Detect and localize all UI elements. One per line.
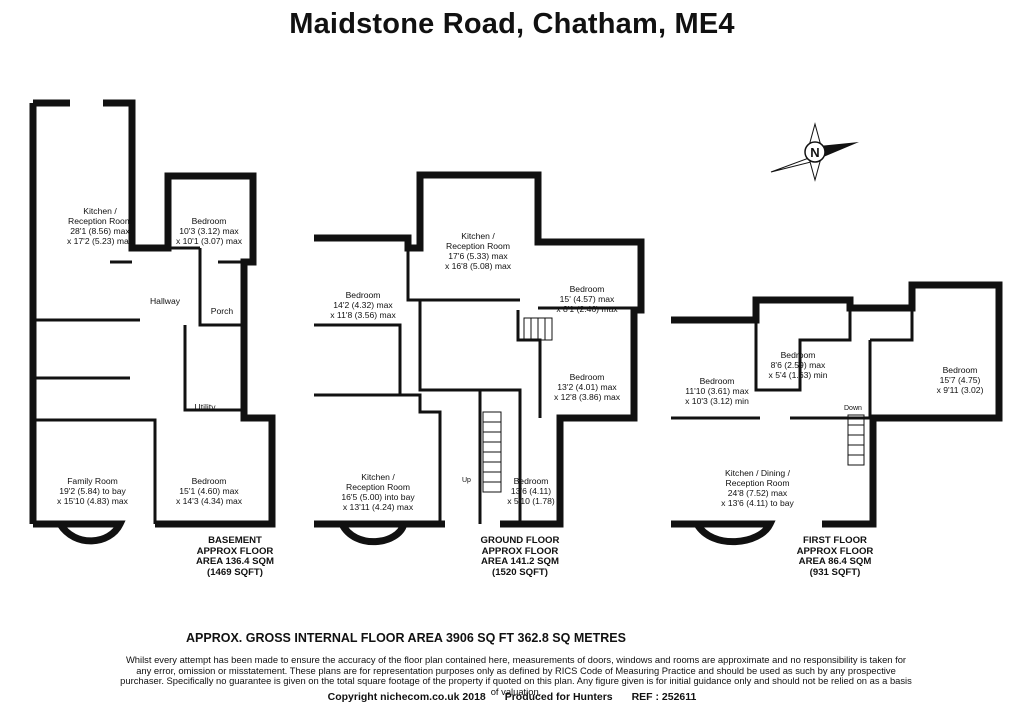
stairs-down-label: Down — [844, 405, 862, 412]
reference: REF : 252611 — [631, 691, 697, 703]
stairs-up-label: Up — [462, 477, 471, 484]
disclaimer-text: Whilst every attempt has been made to en… — [120, 654, 912, 697]
copyright: Copyright nichecom.co.uk 2018 — [327, 691, 486, 703]
stairs-ground — [482, 317, 553, 493]
compass-icon — [770, 122, 859, 182]
footer: Copyright nichecom.co.uk 2018 Produced f… — [0, 691, 1024, 703]
room-label: Porch — [210, 306, 234, 316]
room-label: Hallway — [149, 296, 181, 306]
compass-letter: N — [810, 145, 819, 160]
plan-title: Maidstone Road, Chatham, ME4 — [289, 8, 735, 40]
produced-for: Produced for Hunters — [504, 691, 613, 703]
gross-area: APPROX. GROSS INTERNAL FLOOR AREA 3906 S… — [186, 631, 626, 645]
stairs-first — [847, 414, 865, 466]
room-label: Utility — [194, 402, 216, 412]
